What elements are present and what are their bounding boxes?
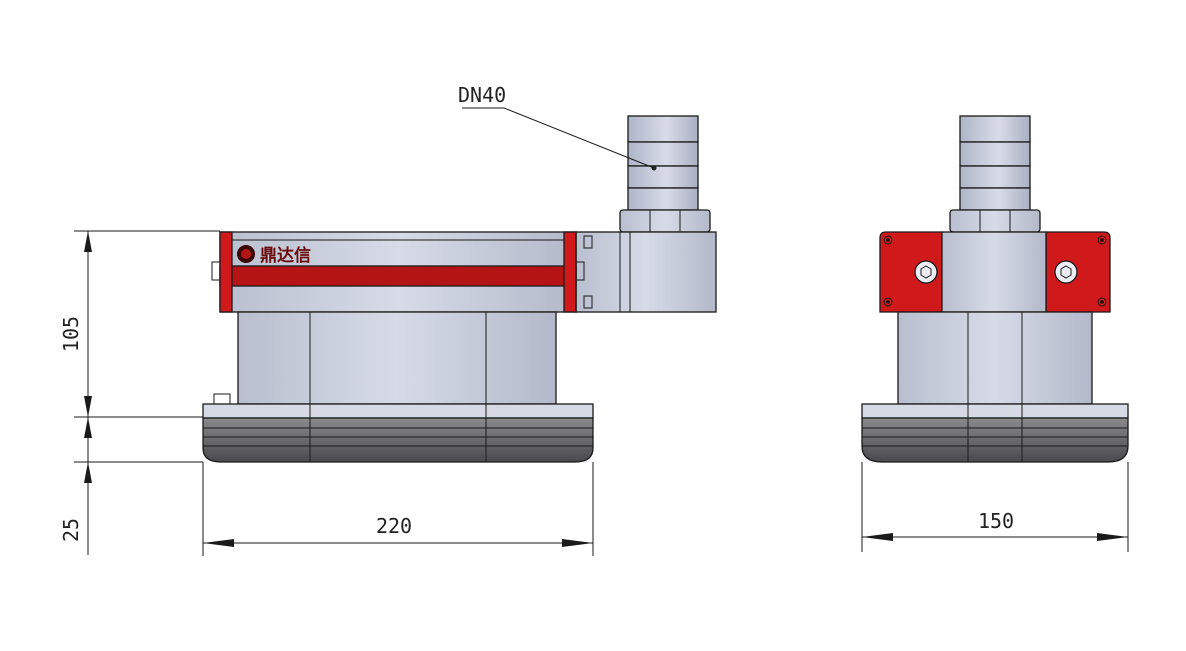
side-view bbox=[861, 115, 1129, 463]
side-suction-cup bbox=[861, 417, 1129, 463]
width-dimension-side: 150 bbox=[861, 462, 1129, 552]
side-red-plate-right bbox=[1045, 231, 1111, 313]
dim-height-upper: 105 bbox=[59, 316, 83, 352]
side-hex-nut bbox=[949, 209, 1041, 233]
hex-bolt-icon bbox=[1054, 260, 1078, 284]
side-red-plate-left bbox=[879, 231, 943, 313]
front-hose-barb bbox=[627, 115, 699, 211]
side-center-block bbox=[941, 231, 1047, 313]
side-base-flange bbox=[861, 403, 1129, 419]
width-dimension-front: 220 bbox=[202, 462, 594, 556]
side-body bbox=[897, 311, 1093, 405]
dn40-callout: DN40 bbox=[458, 83, 655, 169]
front-view: 鼎达信 bbox=[202, 115, 717, 463]
dim-height-lower: 25 bbox=[59, 518, 83, 542]
callout-label: DN40 bbox=[458, 83, 506, 107]
side-hose-barb bbox=[959, 115, 1031, 211]
front-connector-block bbox=[575, 231, 717, 313]
hex-bolt-icon bbox=[914, 260, 938, 284]
brand-name: 鼎达信 bbox=[260, 245, 311, 266]
front-suction-cup bbox=[202, 417, 594, 463]
front-base-flange bbox=[202, 403, 594, 419]
front-body bbox=[213, 311, 557, 405]
front-top-housing: 鼎达信 bbox=[211, 231, 585, 313]
dim-width-front: 220 bbox=[376, 514, 412, 538]
height-dimension: 105 25 bbox=[59, 230, 220, 555]
front-hex-nut bbox=[619, 209, 711, 233]
dim-width-side: 150 bbox=[978, 509, 1014, 533]
